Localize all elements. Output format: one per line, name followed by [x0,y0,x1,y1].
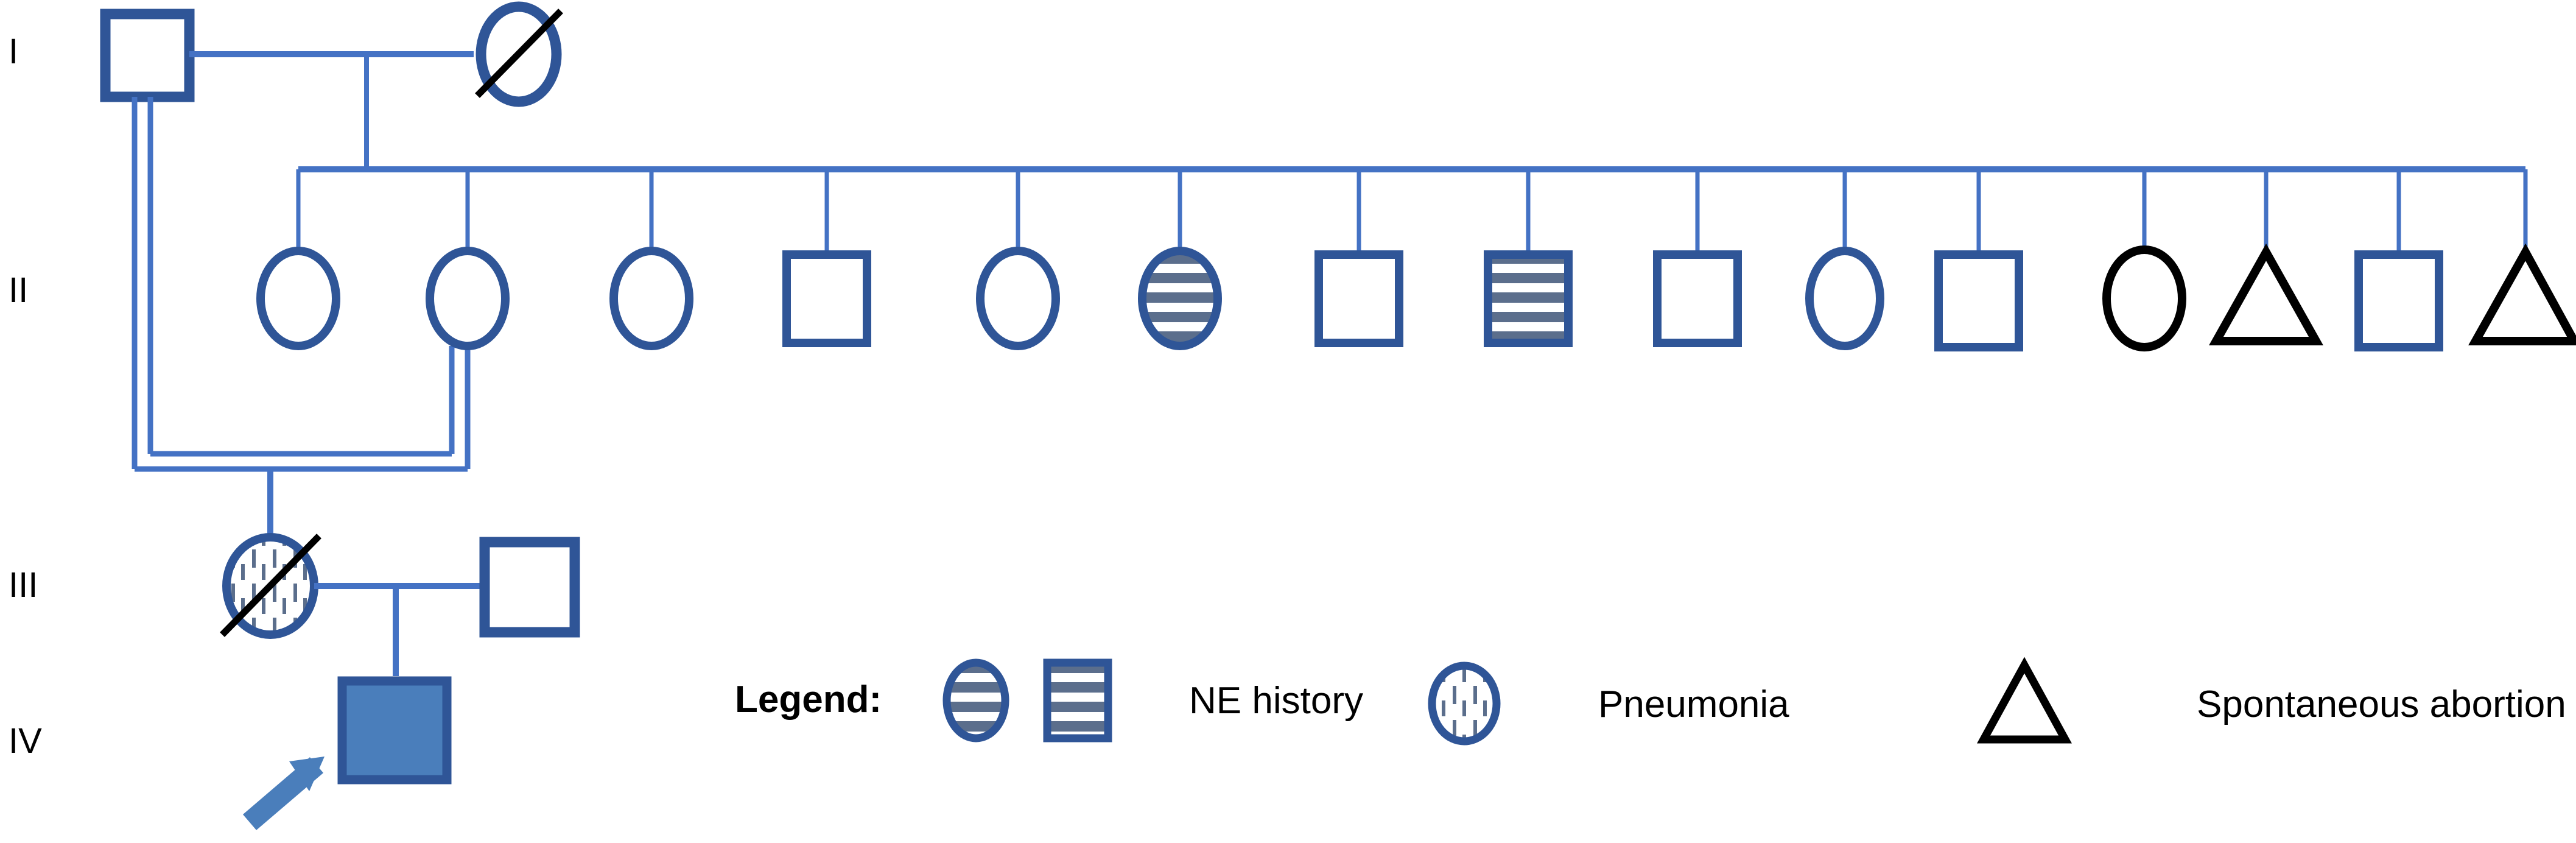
individual-II-14-square[interactable] [2354,250,2443,351]
individual-II-1-circle[interactable] [256,247,340,350]
individual-II-2-circle[interactable] [426,247,510,350]
individual-II-13-triangle-spontaneous-abortion[interactable] [2209,243,2323,345]
legend-symbol-circle-pneumonia [1428,661,1501,746]
generation-label-II: II [9,270,29,310]
proband-arrow-icon [242,757,325,830]
individual-II-3-circle[interactable] [609,247,693,350]
generation-label-I: I [9,32,19,71]
consanguinity-loop [132,97,471,472]
generation-label-IV: IV [9,721,42,761]
individual-II-5-circle[interactable] [976,247,1060,350]
individual-II-4-square[interactable] [782,250,871,347]
individual-II-15-triangle-spontaneous-abortion[interactable] [2468,243,2576,345]
individual-II-12-circle[interactable] [2102,245,2186,351]
individual-III-2-square[interactable] [479,537,580,638]
individual-II-11-square[interactable] [1934,250,2023,351]
individual-IV-1-square-proband[interactable] [337,676,452,785]
deceased-slash-III-1 [220,534,321,637]
legend-label-spontaneous-abortion: Spontaneous abortion [2197,683,2566,725]
individual-II-9-square[interactable] [1653,250,1742,347]
individual-II-10-circle[interactable] [1805,247,1884,350]
generation-label-III: III [9,565,38,605]
gen2-drop-lines [296,169,2528,251]
individual-II-7-square[interactable] [1314,250,1403,347]
legend-title: Legend: [735,679,882,721]
individual-II-8-square-ne-history[interactable] [1484,250,1573,347]
legend-symbol-circle-ne-history [942,658,1009,742]
deceased-slash-I-2 [475,9,563,98]
legend-symbol-square-ne-history [1043,658,1112,742]
individual-I-1-square[interactable] [100,9,195,102]
legend-label-pneumonia: Pneumonia [1598,683,1789,725]
individual-II-6-circle-ne-history[interactable] [1138,247,1222,350]
legend-symbol-triangle-spontaneous-abortion [1977,657,2072,744]
legend-label-ne-history: NE history [1189,680,1363,722]
